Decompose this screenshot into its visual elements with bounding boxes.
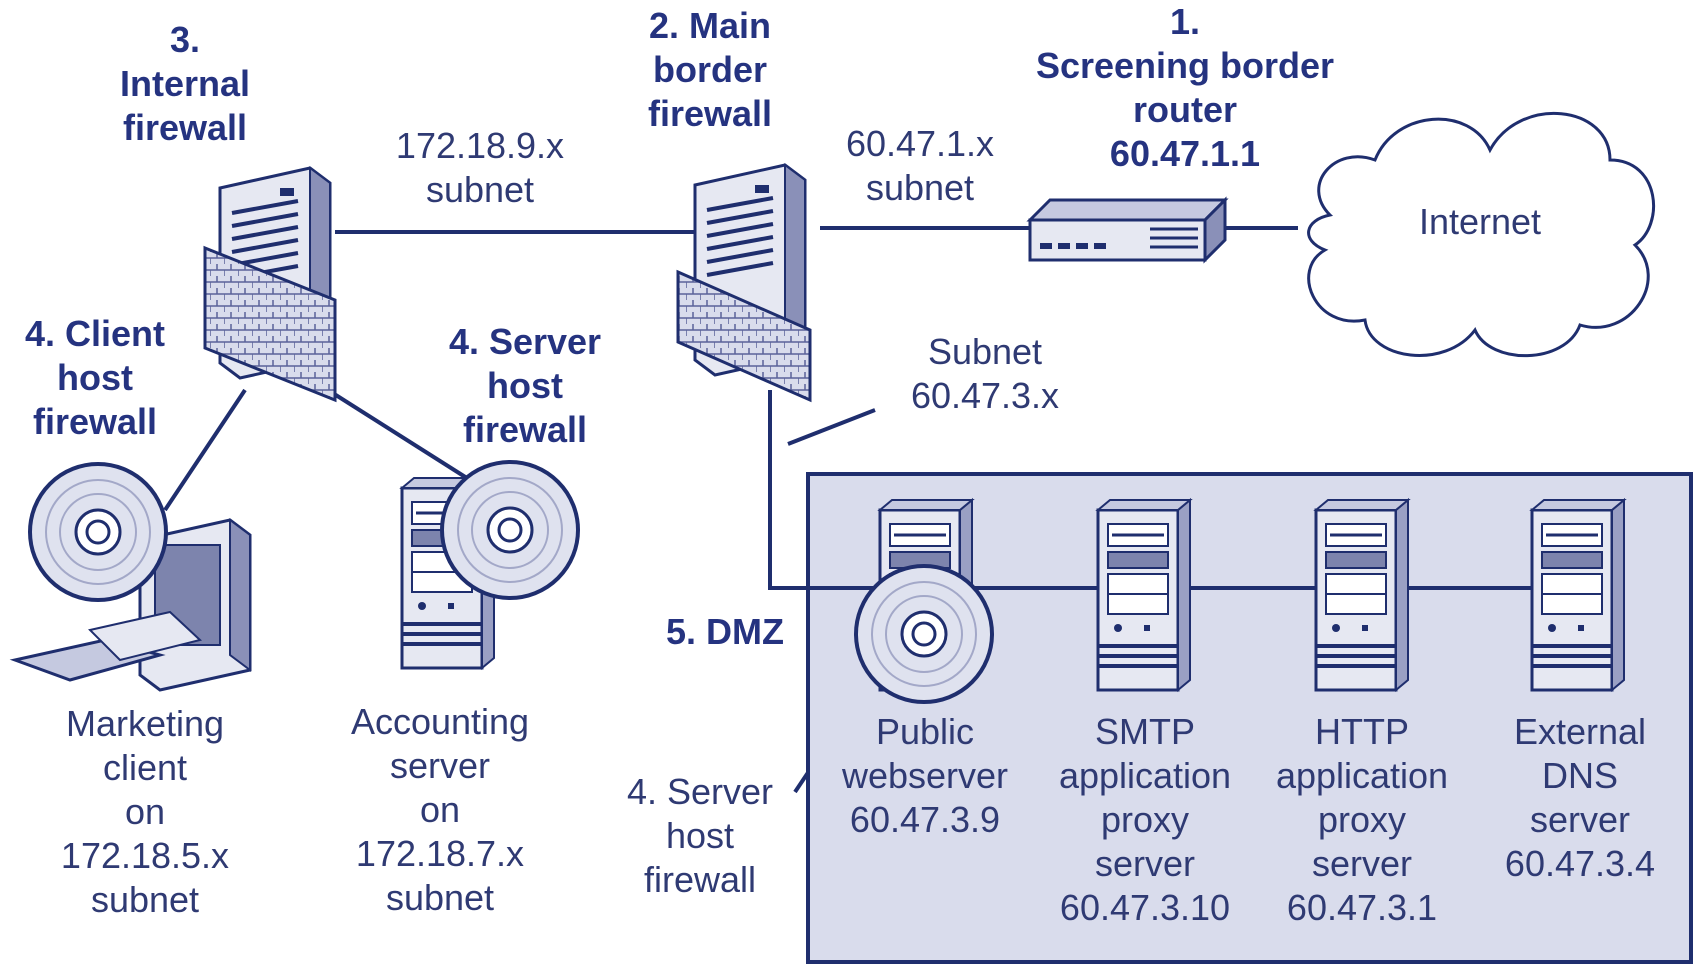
disc-icon: [28, 462, 168, 602]
label-internet: Internet: [1418, 201, 1542, 242]
label-dmz: 5. DMZ: [665, 611, 784, 652]
cloud-icon: [1307, 111, 1656, 358]
label-external-dns-server: External DNS server 60.47.3.4: [1504, 711, 1656, 884]
subnet-pointer: [787, 408, 876, 446]
desktop-computer-icon: [9, 518, 252, 692]
label-internal-firewall: 3. Internal firewall: [119, 19, 251, 148]
router-icon: [1026, 196, 1229, 264]
label-server-host-firewall-top: 4. Server host firewall: [448, 321, 602, 450]
label-server-host-firewall-bottom: 4. Server host firewall: [626, 771, 774, 900]
label-main-border-firewall: 2. Main border firewall: [647, 5, 773, 134]
label-smtp-proxy-server: SMTP application proxy server 60.47.3.10: [1058, 711, 1232, 928]
label-http-proxy-server: HTTP application proxy server 60.47.3.1: [1275, 711, 1449, 928]
disc-icon: [854, 564, 994, 704]
disc-icon: [440, 460, 580, 600]
link-internal-firewall-to-client: [163, 388, 247, 512]
label-subnet-60-47-1: 60.47.1.x subnet: [845, 123, 995, 208]
firewall-brick-icon: [203, 245, 337, 403]
label-subnet-172-18-9: 172.18.9.x subnet: [395, 125, 565, 210]
label-client-host-firewall: 4. Client host firewall: [24, 313, 166, 442]
label-subnet-60-47-3: Subnet 60.47.3.x: [910, 331, 1060, 416]
label-screening-router: 1. Screening border router 60.47.1.1: [1035, 1, 1335, 174]
http-proxy-server-icon: [1314, 498, 1410, 692]
firewall-brick-icon: [676, 269, 812, 403]
smtp-proxy-server-icon: [1096, 498, 1192, 692]
external-dns-server-icon: [1530, 498, 1626, 692]
label-accounting-server: Accounting server on 172.18.7.x subnet: [350, 701, 530, 918]
label-marketing-client: Marketing client on 172.18.5.x subnet: [60, 703, 230, 920]
label-public-webserver: Public webserver 60.47.3.9: [841, 711, 1009, 840]
link-internal-firewall-to-accounting: [318, 383, 472, 482]
